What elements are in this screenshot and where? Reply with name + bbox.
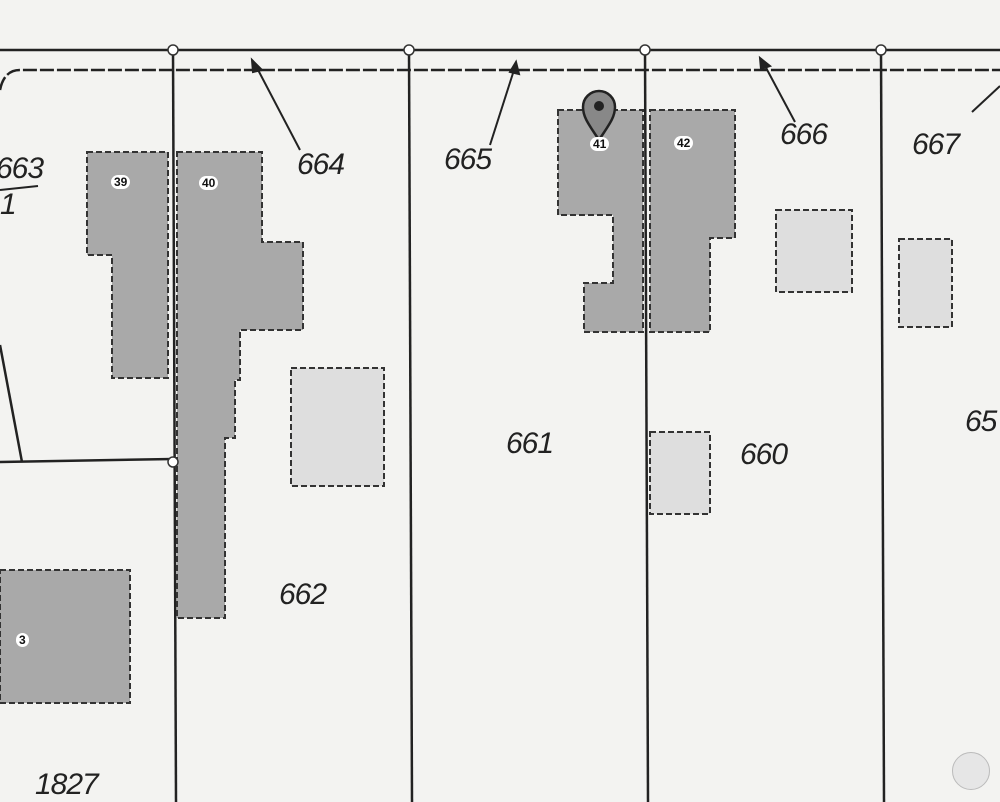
building-number: 42 <box>674 136 694 150</box>
map-control-button[interactable] <box>952 752 990 790</box>
parcel-line <box>0 457 174 464</box>
road-edge-line <box>0 68 1000 91</box>
parcel-label: 660 <box>740 438 788 471</box>
annex-building <box>290 367 385 487</box>
building-39 <box>86 151 169 379</box>
parcel-arrow <box>255 65 301 151</box>
parcel-label: 666 <box>780 118 828 151</box>
parcel-sublabel: 1 <box>0 188 17 221</box>
map-pin-icon <box>581 89 617 143</box>
building-number: 40 <box>199 176 219 190</box>
parcel-label: 664 <box>297 148 345 181</box>
annex-building <box>775 209 853 293</box>
boundary-point <box>167 456 179 468</box>
boundary-point <box>639 44 651 56</box>
annex-building <box>649 431 711 515</box>
building-number: 39 <box>111 175 131 189</box>
parcel-label: 663 <box>0 152 44 185</box>
boundary-point <box>403 44 415 56</box>
parcel-arrow <box>489 69 515 146</box>
parcel-label: 665 <box>444 143 492 176</box>
boundary-point <box>167 44 179 56</box>
building-41 <box>557 109 644 333</box>
building-40 <box>176 151 304 619</box>
building-42 <box>649 109 736 333</box>
building-number: 3 <box>16 633 29 647</box>
building-3 <box>0 569 131 704</box>
parcel-label: 661 <box>506 427 554 460</box>
parcel-arrow <box>763 63 796 123</box>
parcel-line <box>171 49 178 802</box>
parcel-label: 662 <box>279 578 327 611</box>
parcel-line <box>407 49 414 802</box>
parcel-arrow <box>971 85 1000 113</box>
parcel-line <box>879 49 886 802</box>
boundary-point <box>875 44 887 56</box>
parcel-line <box>643 49 650 802</box>
parcel-label: 1827 <box>35 768 99 801</box>
parcel-line <box>0 344 24 463</box>
parcel-label: 65 <box>965 405 997 438</box>
annex-building <box>898 238 953 328</box>
building-number: 41 <box>590 137 610 151</box>
parcel-label: 667 <box>912 128 960 161</box>
